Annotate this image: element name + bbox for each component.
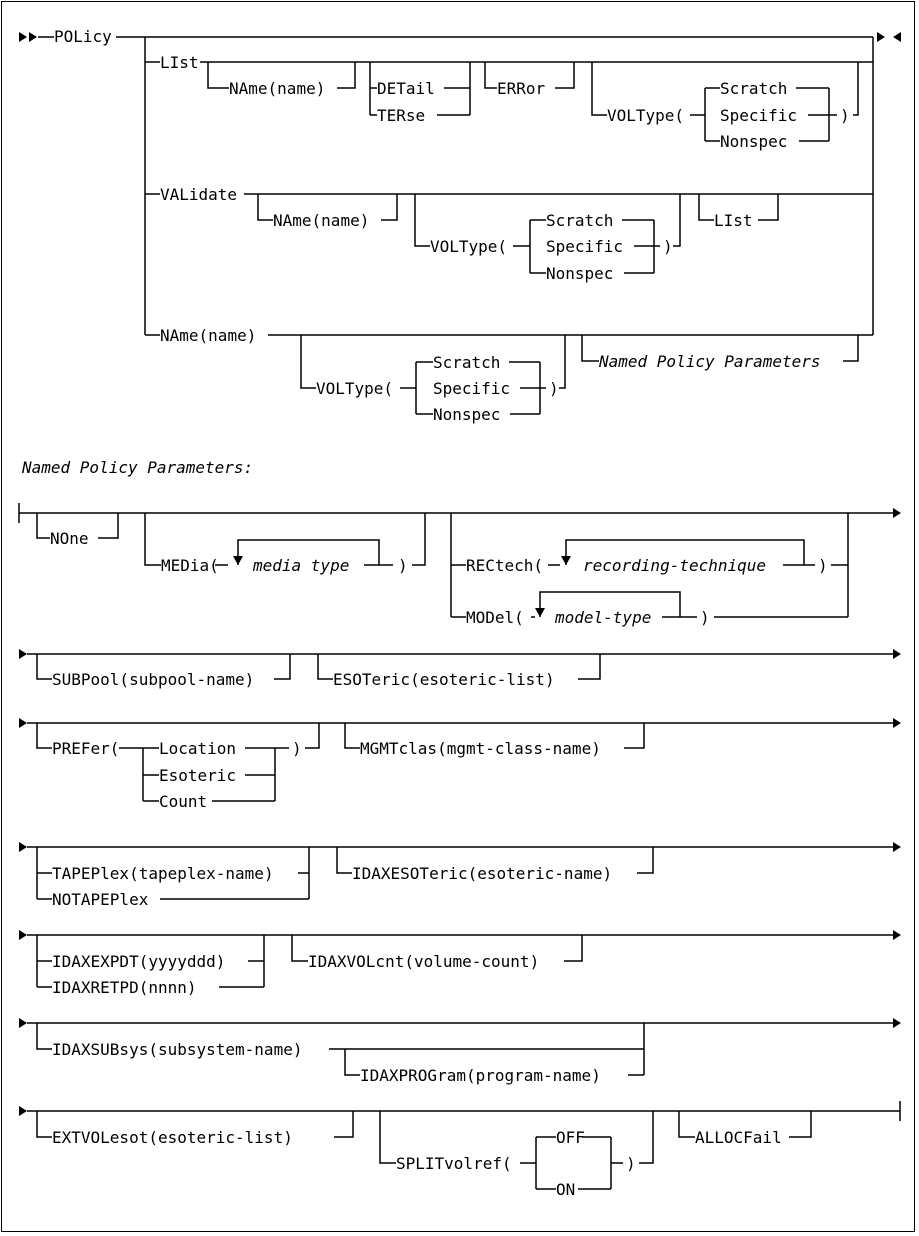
name-specific-option: Specific [433,379,510,398]
name-voltype-keyword: VOLType( [316,379,393,398]
continue-arrow-icon [893,1018,901,1028]
end-arrow-icon [893,32,901,42]
detail-option: DETail [377,79,435,98]
validate-close-paren: ) [663,237,673,256]
validate-list-option: LIst [714,211,753,230]
end-arrow-icon [877,32,885,42]
repeat-arrow-icon [561,556,571,565]
continue-arrow-icon [19,1106,27,1116]
name-nonspec-option: Nonspec [433,405,500,424]
idaxretpd-keyword: IDAXRETPD(nnnn) [52,978,197,997]
start-arrow-icon [29,32,37,42]
fragment-row-2: SUBPool(subpool-name) ESOTeric(esoteric-… [19,649,901,689]
none-option: NOne [50,529,89,548]
esoteric-option: Esoteric [159,766,236,785]
fragment-row-6: IDAXSUBsys(subsystem-name) IDAXPROGram(p… [19,1018,901,1085]
location-option: Location [159,739,236,758]
repeat-arrow-icon [535,608,545,617]
continue-arrow-icon [893,649,901,659]
extvolesot-keyword: EXTVOLesot(esoteric-list) [52,1128,293,1147]
terse-option: TERse [377,106,425,125]
model-close-paren: ) [700,608,710,627]
idaxvolcnt-keyword: IDAXVOLcnt(volume-count) [308,952,539,971]
list-specific-option: Specific [720,106,797,125]
mgmtclas-keyword: MGMTclas(mgmt-class-name) [360,739,601,758]
error-option: ERRor [497,79,546,98]
validate-specific-option: Specific [546,237,623,256]
list-scratch-option: Scratch [720,79,787,98]
continue-arrow-icon [19,718,27,728]
idaxesoteric-keyword: IDAXESOTeric(esoteric-name) [352,864,612,883]
list-nonspec-option: Nonspec [720,132,787,151]
continue-arrow-icon [19,1018,27,1028]
list-close-paren: ) [840,106,850,125]
policy-keyword: POLicy [54,27,112,46]
tapeplex-keyword: TAPEPlex(tapeplex-name) [52,864,274,883]
continue-arrow-icon [893,842,901,852]
start-arrow-icon [19,32,27,42]
recording-technique-variable: recording-technique [583,556,766,575]
name-close-paren: ) [549,379,559,398]
fragment-row-7: EXTVOLesot(esoteric-list) SPLITvolref( O… [19,1101,901,1199]
idaxsubsys-keyword: IDAXSUBsys(subsystem-name) [52,1040,302,1059]
media-close-paren: ) [398,556,408,575]
prefer-keyword: PREFer( [52,739,119,758]
continue-arrow-icon [893,718,901,728]
notapeplex-option: NOTAPEPlex [52,890,149,909]
fragment-row-3: PREFer( Location Esoteric Count ) MGMTcl… [19,718,901,811]
count-option: Count [159,792,207,811]
repeat-arrow-icon [233,556,243,565]
fragment-row-4: TAPEPlex(tapeplex-name) NOTAPEPlex IDAXE… [19,842,901,909]
rectech-close-paren: ) [818,556,828,575]
idaxprogram-keyword: IDAXPROGram(program-name) [360,1066,601,1085]
fragment-row-1: NOne MEDia( media type ) RECtech( record… [18,503,901,627]
split-close-paren: ) [626,1154,636,1173]
continue-arrow-icon [19,649,27,659]
list-voltype-keyword: VOLType( [607,106,684,125]
fragment-title: Named Policy Parameters: [21,458,253,477]
name-scratch-option: Scratch [433,353,500,372]
idaxexpdt-keyword: IDAXEXPDT(yyyyddd) [52,952,225,971]
esoteric-keyword: ESOTeric(esoteric-list) [333,670,555,689]
media-type-variable: media type [252,556,349,575]
validate-voltype-keyword: VOLType( [430,237,507,256]
media-keyword: MEDia( [161,556,219,575]
main-syntax: POLicy LIst NAme(name) DETail TERse ERRo… [19,27,901,424]
continue-arrow-icon [19,842,27,852]
validate-name-keyword: NAme(name) [273,211,369,230]
prefer-close-paren: ) [292,739,302,758]
splitvolref-keyword: SPLITvolref( [396,1154,512,1173]
allocfail-option: ALLOCFail [695,1128,782,1147]
validate-nonspec-option: Nonspec [546,264,613,283]
on-option: ON [556,1180,575,1199]
continue-arrow-icon [19,930,27,940]
name-branch-keyword: NAme(name) [160,326,256,345]
rectech-keyword: RECtech( [466,556,543,575]
list-keyword: LIst [160,53,199,72]
validate-keyword: VALidate [160,185,237,204]
validate-scratch-option: Scratch [546,211,613,230]
named-policy-parameters-reference: Named Policy Parameters [598,352,821,371]
continue-arrow-icon [893,508,901,518]
subpool-keyword: SUBPool(subpool-name) [52,670,254,689]
continue-arrow-icon [893,930,901,940]
model-keyword: MODel( [466,608,524,627]
fragment-row-5: IDAXEXPDT(yyyyddd) IDAXRETPD(nnnn) IDAXV… [19,930,901,997]
off-option: OFF [556,1128,585,1147]
list-name-keyword: NAme(name) [229,79,325,98]
model-type-variable: model-type [554,608,651,627]
